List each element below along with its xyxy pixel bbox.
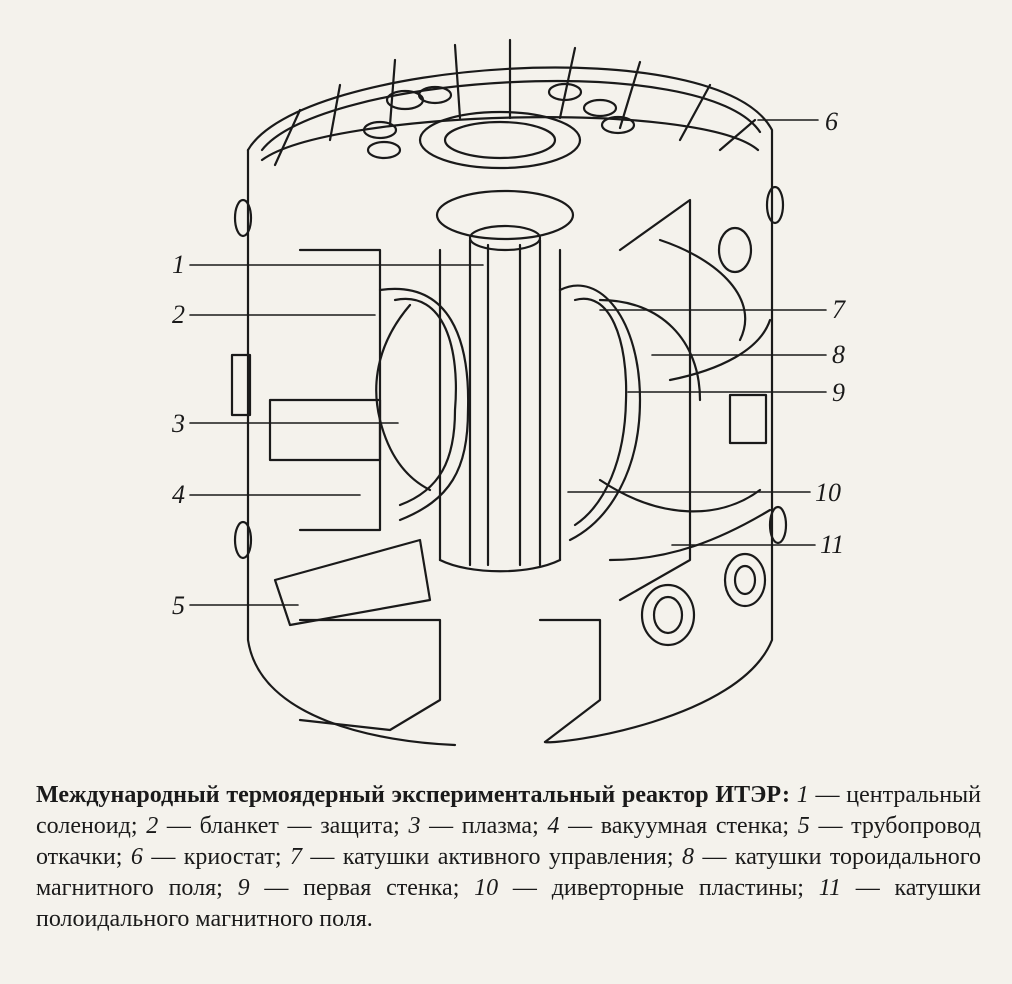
caption-text: — бланкет — защита; bbox=[158, 813, 409, 839]
caption-body: 1 — центральный соленоид; 2 — бланкет — … bbox=[36, 782, 981, 932]
caption-num: 10 bbox=[474, 875, 499, 901]
cryostat-shell bbox=[246, 66, 774, 747]
callout-8: 8 bbox=[832, 340, 845, 369]
caption-text: — центральный соленоид; bbox=[36, 782, 982, 839]
caption-text: — трубопровод откачки; bbox=[36, 813, 982, 870]
side-ports bbox=[230, 185, 788, 560]
caption-num: 2 bbox=[146, 813, 159, 839]
caption-text: — катушки тороидального магнит­ного поля… bbox=[36, 844, 981, 901]
caption-text: — диверторные пластины; bbox=[498, 875, 819, 901]
callout-11: 11 bbox=[820, 530, 844, 559]
caption-num: 1 bbox=[796, 782, 809, 808]
callout-numbers: 1 2 3 4 5 6 7 8 9 10 11 bbox=[171, 107, 846, 620]
caption-num: 4 bbox=[547, 813, 560, 839]
central-solenoid bbox=[435, 189, 575, 573]
callout-10: 10 bbox=[815, 478, 841, 507]
callout-4: 4 bbox=[172, 480, 185, 509]
callout-9: 9 bbox=[832, 378, 845, 407]
right-vessel bbox=[538, 198, 772, 744]
caption-num: 11 bbox=[818, 875, 841, 901]
callout-3: 3 bbox=[171, 409, 185, 438]
left-vessel bbox=[268, 248, 470, 732]
caption-num: 5 bbox=[797, 813, 810, 839]
callout-1: 1 bbox=[172, 250, 185, 279]
caption-text: — первая стенка; bbox=[249, 875, 475, 901]
callout-7: 7 bbox=[832, 295, 846, 324]
caption-num: 3 bbox=[408, 813, 421, 839]
caption-num: 8 bbox=[682, 844, 695, 870]
callout-6: 6 bbox=[825, 107, 838, 136]
callout-2: 2 bbox=[172, 300, 185, 329]
callout-5: 5 bbox=[172, 591, 185, 620]
caption-text: — ка­тушки полоидального магнитного поля… bbox=[36, 875, 981, 932]
caption-num: 6 bbox=[130, 844, 143, 870]
caption-num: 7 bbox=[289, 844, 302, 870]
leader-lines bbox=[189, 119, 827, 606]
caption-text: — плазма; bbox=[420, 813, 548, 839]
caption-text: — ка­тушки активного управления; bbox=[301, 844, 683, 870]
cryostat-lid bbox=[273, 38, 757, 170]
caption-text: — ва­куумная стенка; bbox=[559, 813, 798, 839]
caption-text: — криостат; bbox=[142, 844, 290, 870]
figure-caption: Международный термоядерный экспериментал… bbox=[36, 780, 981, 935]
caption-title: Международный термоядерный экспериментал… bbox=[36, 782, 790, 808]
caption-num: 9 bbox=[237, 875, 250, 901]
reactor-diagram: 1 2 3 4 5 6 7 8 9 10 11 bbox=[171, 38, 846, 747]
